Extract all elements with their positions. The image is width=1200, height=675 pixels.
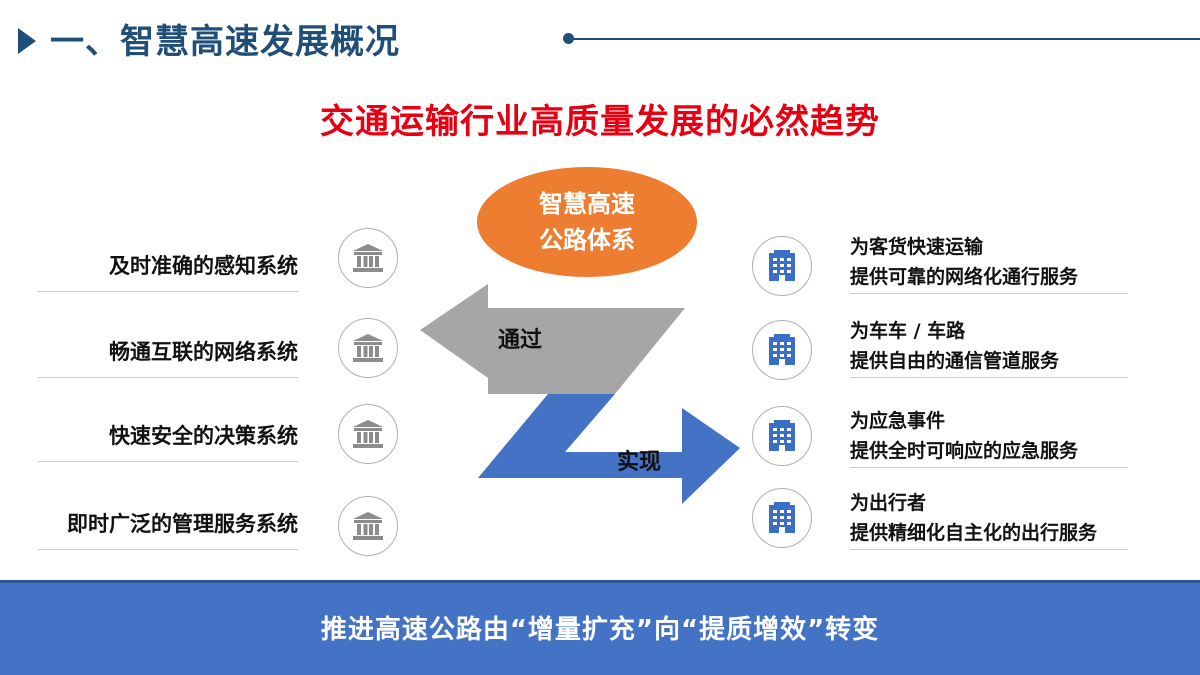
item-underline (850, 293, 1128, 294)
bank-icon (338, 318, 398, 378)
item-underline (38, 377, 298, 378)
building-icon (752, 320, 812, 380)
left-item-label: 即时广泛的管理服务系统 (67, 512, 298, 536)
center-oval: 智慧高速 公路体系 (477, 167, 697, 277)
right-item-line2: 提供可靠的网络化通行服务 (850, 266, 1079, 288)
right-item-emergency: 为应急事件 提供全时可响应的应急服务 (850, 404, 1128, 468)
item-underline (850, 377, 1128, 378)
right-item-traveler: 为出行者 提供精细化自主化的出行服务 (850, 486, 1128, 550)
right-item-v2x: 为车车 / 车路 提供自由的通信管道服务 (850, 314, 1128, 378)
bottom-banner: 推进高速公路由“增量扩充”向“提质增效”转变 (0, 580, 1200, 675)
left-item-network: 畅通互联的网络系统 (38, 330, 298, 378)
bank-icon (338, 496, 398, 556)
banner-top-border (0, 580, 1200, 583)
z-arrow-diagram (420, 284, 740, 504)
right-item-line2: 提供精细化自主化的出行服务 (850, 522, 1098, 544)
building-icon (752, 488, 812, 548)
left-item-label: 快速安全的决策系统 (109, 424, 298, 448)
center-oval-line1: 智慧高速 (539, 190, 635, 218)
banner-text: 推进高速公路由“增量扩充”向“提质增效”转变 (320, 615, 880, 645)
right-item-line1: 为车车 / 车路 (850, 320, 966, 342)
title-marker-icon (18, 28, 36, 54)
arrow-label-realize: 实现 (617, 450, 662, 475)
gray-left-arrow (420, 284, 685, 394)
item-underline (850, 549, 1128, 550)
item-underline (850, 467, 1128, 468)
blue-right-arrow (478, 394, 740, 504)
right-item-freight: 为客货快速运输 提供可靠的网络化通行服务 (850, 230, 1128, 294)
right-item-line2: 提供全时可响应的应急服务 (850, 440, 1079, 462)
left-item-label: 及时准确的感知系统 (109, 254, 298, 278)
center-oval-line2: 公路体系 (539, 226, 635, 254)
item-underline (38, 549, 298, 550)
item-underline (38, 461, 298, 462)
left-item-management: 即时广泛的管理服务系统 (38, 502, 298, 550)
right-item-line2: 提供自由的通信管道服务 (850, 350, 1060, 372)
building-icon (752, 406, 812, 466)
main-heading: 交通运输行业高质量发展的必然趋势 (320, 102, 880, 142)
left-item-decision: 快速安全的决策系统 (38, 414, 298, 462)
building-icon (752, 236, 812, 296)
left-item-perception: 及时准确的感知系统 (38, 244, 298, 292)
bank-icon (338, 404, 398, 464)
item-underline (38, 291, 298, 292)
arrow-label-through: 通过 (498, 328, 543, 353)
bank-icon (338, 228, 398, 288)
right-item-line1: 为客货快速运输 (850, 236, 984, 258)
header-divider-dot (563, 33, 574, 44)
left-item-label: 畅通互联的网络系统 (109, 340, 298, 364)
section-title: 一、智慧高速发展概况 (50, 22, 400, 62)
right-item-line1: 为应急事件 (850, 410, 946, 432)
right-item-line1: 为出行者 (850, 492, 927, 514)
header-divider (570, 38, 1200, 40)
